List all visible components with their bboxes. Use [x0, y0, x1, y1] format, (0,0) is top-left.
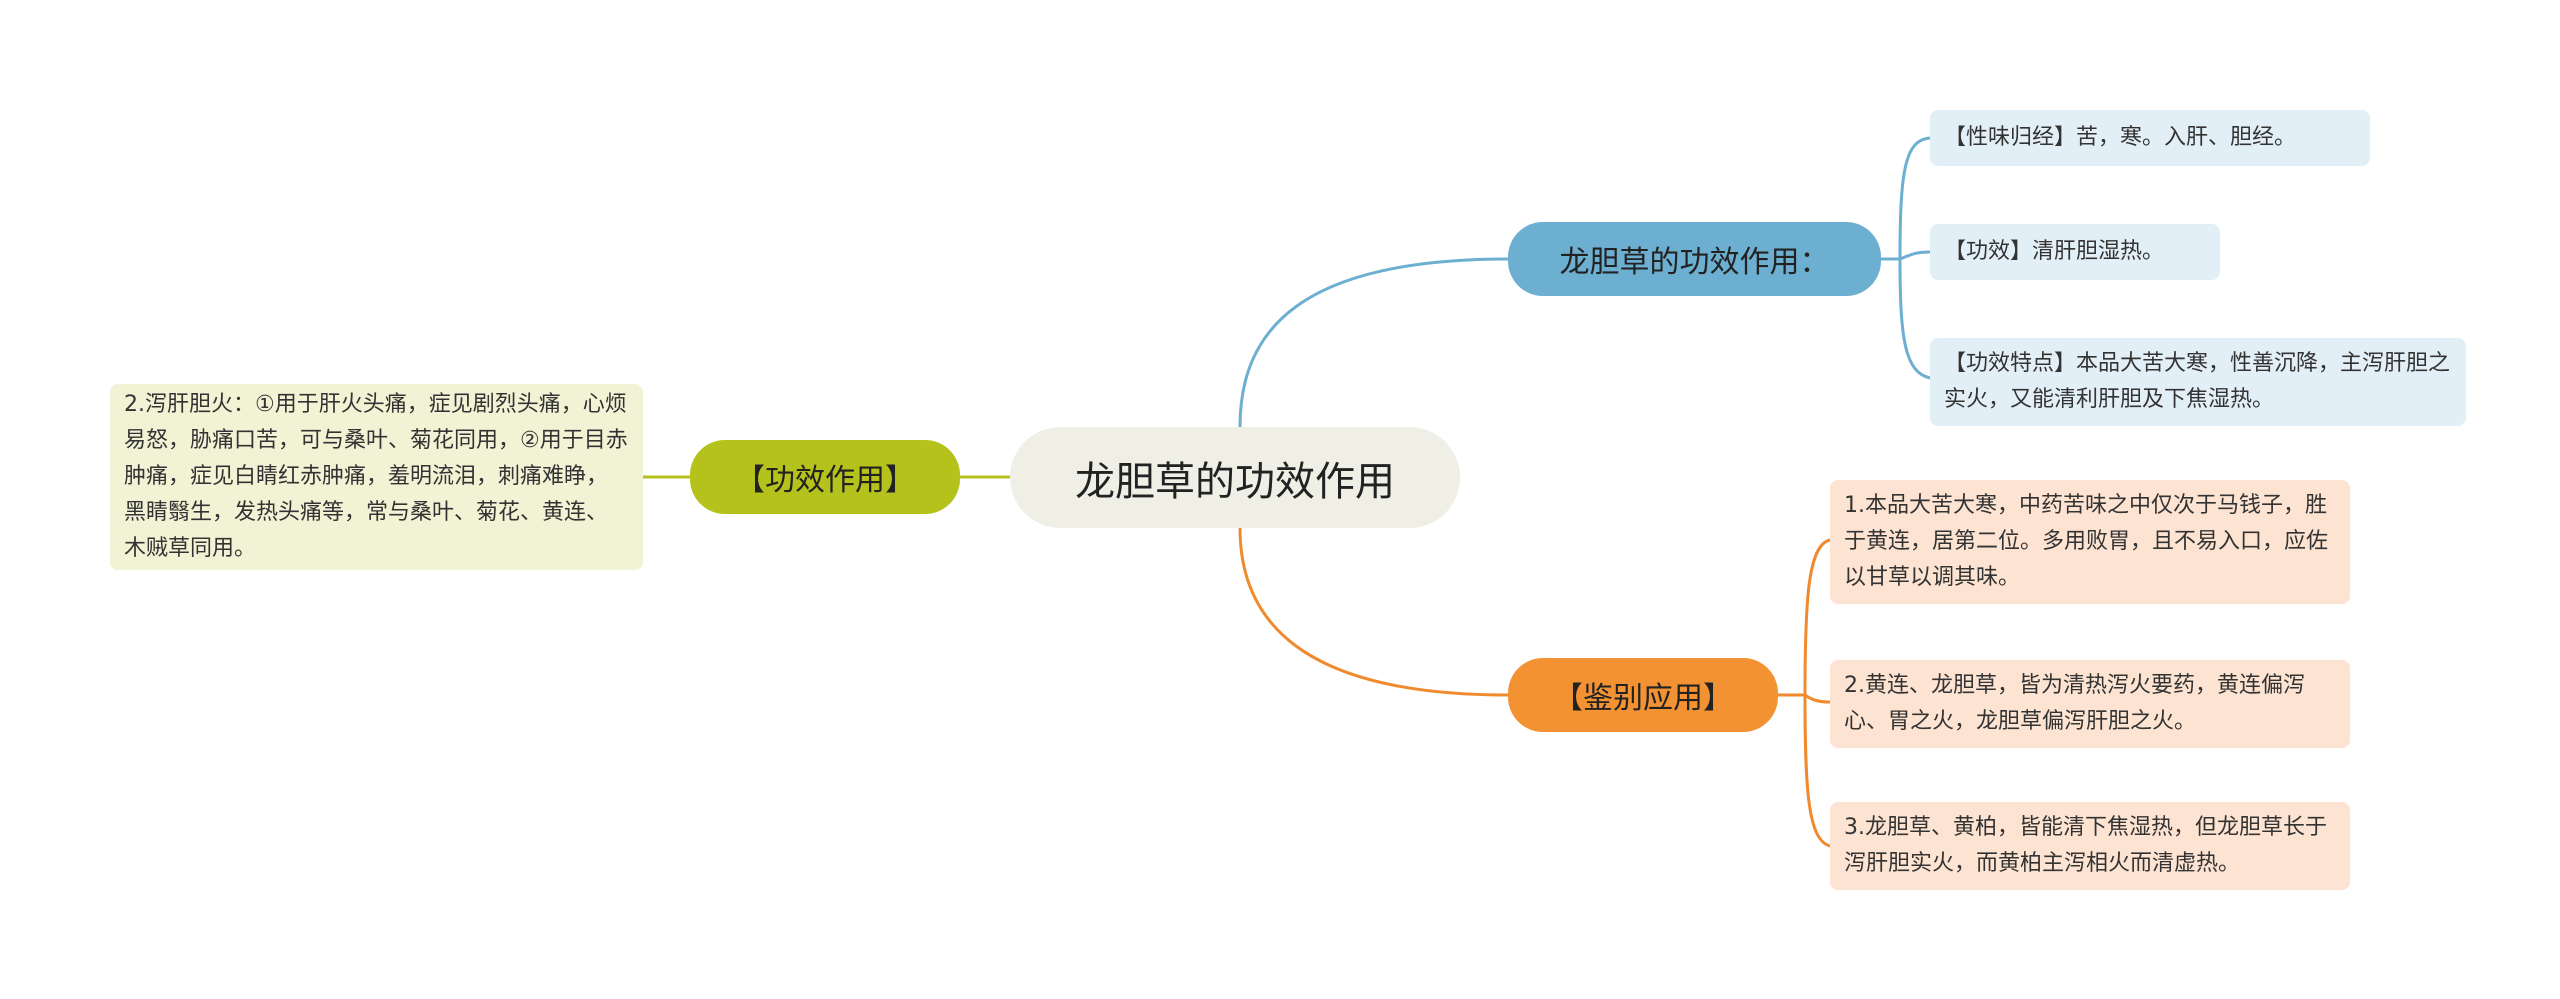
connector-blue-leaf-1 [1898, 136, 1931, 260]
leaf-blue-3: 【功效特点】本品大苦大寒，性善沉降，主泻肝胆之实火，又能清利肝胆及下焦湿热。 [1930, 338, 2466, 426]
root-topic-label: 龙胆草的功效作用 [1075, 458, 1395, 505]
connector-orange-leaf-1 [1803, 538, 1831, 696]
leaf-blue-1: 【性味归经】苦，寒。入肝、胆经。 [1930, 110, 2370, 166]
branch-green: 【功效作用】 [690, 440, 960, 514]
leaf-orange-3-text: 3.龙胆草、黄柏，皆能清下焦湿热，但龙胆草长于泻肝胆实火，而黄柏主泻相火而清虚热… [1844, 815, 2327, 876]
branch-blue-label: 龙胆草的功效作用： [1559, 245, 1830, 280]
leaf-blue-3-text: 【功效特点】本品大苦大寒，性善沉降，主泻肝胆之实火，又能清利肝胆及下焦湿热。 [1944, 351, 2451, 412]
branch-blue: 龙胆草的功效作用： [1508, 222, 1881, 296]
root-topic: 龙胆草的功效作用 [1010, 427, 1460, 528]
branch-orange: 【鉴别应用】 [1508, 658, 1778, 732]
leaf-green-1: 2.泻肝胆火：①用于肝火头痛，症见剧烈头痛，心烦易怒，胁痛口苦，可与桑叶、菊花同… [110, 384, 643, 570]
connector-blue-leaf-2 [1899, 250, 1931, 261]
branch-green-label: 【功效作用】 [735, 463, 915, 498]
connector-orange-leaf-3 [1803, 694, 1831, 848]
branch-orange-label: 【鉴别应用】 [1553, 681, 1733, 716]
connector-orange-leaf-2 [1804, 693, 1831, 704]
leaf-blue-2: 【功效】清肝胆湿热。 [1930, 224, 2220, 280]
connector-blue-leaf-3 [1898, 258, 1931, 380]
connector-root-blue [1238, 257, 1509, 428]
leaf-orange-2: 2.黄连、龙胆草，皆为清热泻火要药，黄连偏泻心、胃之火，龙胆草偏泻肝胆之火。 [1830, 660, 2350, 748]
leaf-orange-1: 1.本品大苦大寒，中药苦味之中仅次于马钱子，胜于黄连，居第二位。多用败胃，且不易… [1830, 480, 2350, 604]
leaf-blue-2-text: 【功效】清肝胆湿热。 [1944, 239, 2165, 264]
connector-root-orange [1238, 527, 1509, 697]
leaf-orange-2-text: 2.黄连、龙胆草，皆为清热泻火要药，黄连偏泻心、胃之火，龙胆草偏泻肝胆之火。 [1844, 673, 2305, 734]
leaf-orange-1-text: 1.本品大苦大寒，中药苦味之中仅次于马钱子，胜于黄连，居第二位。多用败胃，且不易… [1844, 493, 2329, 590]
leaf-orange-3: 3.龙胆草、黄柏，皆能清下焦湿热，但龙胆草长于泻肝胆实火，而黄柏主泻相火而清虚热… [1830, 802, 2350, 890]
leaf-green-1-text: 2.泻肝胆火：①用于肝火头痛，症见剧烈头痛，心烦易怒，胁痛口苦，可与桑叶、菊花同… [124, 392, 628, 561]
leaf-blue-1-text: 【性味归经】苦，寒。入肝、胆经。 [1944, 125, 2297, 150]
